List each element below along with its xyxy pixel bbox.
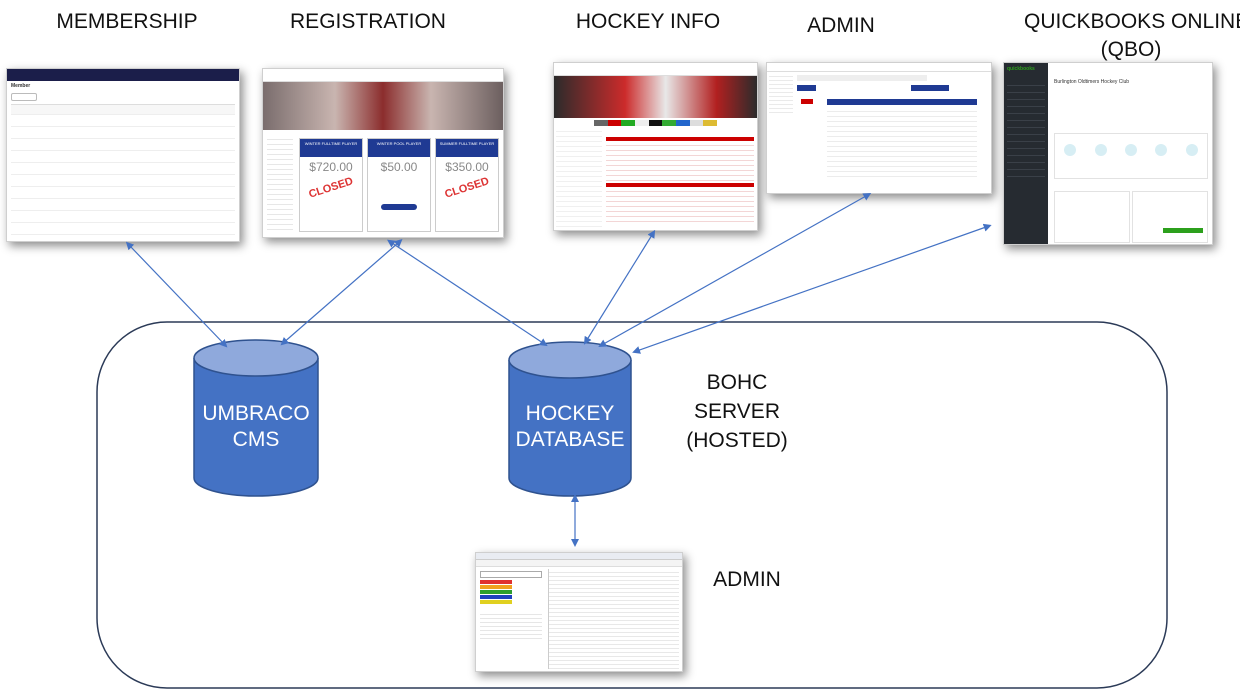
registration-card-3: SUMMER FULLTIME PLAYER $350.00 CLOSED [435,138,499,232]
registration-card-2-price: $50.00 [380,160,418,174]
admin-bottom-screenshot [475,552,683,672]
hockey-info-label: HOCKEY INFO [575,10,721,33]
hockey-db-label-line2: DATABASE [516,428,625,451]
umbraco-cms-cylinder: UMBRACO CMS [193,339,319,497]
hockey-db-label-line1: HOCKEY [526,402,615,425]
qbo-label-line1: QUICKBOOKS ONLINE [1024,10,1240,33]
server-label: BOHC SERVER (HOSTED) [672,368,802,455]
qbo-label-line2: (QBO) [1100,38,1162,61]
umbraco-label-line2: CMS [233,428,280,451]
server-label-line1: BOHC [706,371,768,394]
registration-card-1-title: WINTER FULLTIME PLAYER [300,139,362,157]
qbo-label: QUICKBOOKS ONLINE (QBO) [1024,8,1240,64]
arrow-hockeyinfo-hockeydb [583,229,656,345]
arrow-registration-hockeydb [386,239,548,347]
admin-top-screenshot [766,62,992,194]
registration-card-1: WINTER FULLTIME PLAYER $720.00 CLOSED [299,138,363,232]
registration-screenshot: WINTER FULLTIME PLAYER $720.00 CLOSED WI… [262,68,504,238]
membership-header: Member [11,83,31,89]
hockey-database-cylinder: HOCKEY DATABASE [508,341,632,497]
server-label-line3: (HOSTED) [686,429,788,452]
qbo-company: Burlington Oldtimers Hockey Club [1054,79,1130,85]
admin-top-label: ADMIN [807,14,875,37]
registration-card-2-title: WINTER POOL PLAYER [368,139,430,157]
qbo-brand: quickbooks [1007,66,1035,72]
registration-label: REGISTRATION [290,10,446,33]
arrow-membership-umbraco [125,241,228,348]
arrow-admin-hockeydb [598,193,872,347]
admin-bottom-label: ADMIN [713,568,781,591]
registration-card-1-price: $720.00 [309,160,353,174]
registration-card-3-price: $350.00 [445,160,489,174]
qbo-screenshot: quickbooks Burlington Oldtimers Hockey C… [1003,62,1213,245]
arrow-registration-umbraco [280,239,403,346]
membership-label: MEMBERSHIP [56,10,198,33]
umbraco-label-line1: UMBRACO [202,402,309,425]
server-label-line2: SERVER [694,400,780,423]
registration-card-3-title: SUMMER FULLTIME PLAYER [436,139,498,157]
membership-screenshot: Member [6,68,240,242]
registration-card-2: WINTER POOL PLAYER $50.00 [367,138,431,232]
arrow-qbo-hockeydb [632,223,992,354]
